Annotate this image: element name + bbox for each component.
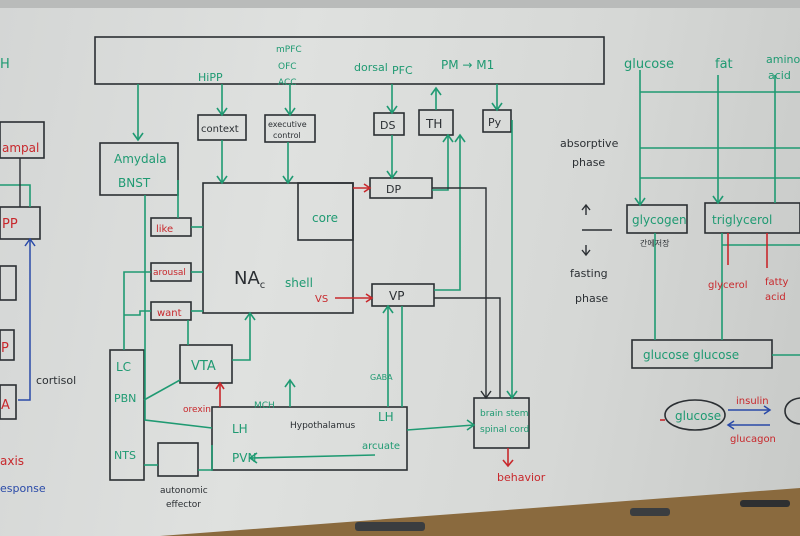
glycogen-note: 간에저장 <box>640 238 670 248</box>
acid-text: acid <box>768 69 791 82</box>
shell-text: shell <box>285 276 313 290</box>
pm-m1-label: PM → M1 <box>441 58 494 72</box>
black-lines <box>19 158 612 400</box>
glycerol-text: glycerol <box>708 280 747 291</box>
vta-text: VTA <box>191 359 216 374</box>
left-box-5 <box>0 384 17 420</box>
brainstem-box <box>473 397 530 449</box>
ds-text: DS <box>380 119 395 132</box>
vs-text: VS <box>315 294 328 305</box>
amygdala-box <box>99 142 179 196</box>
lh-left-text: LH <box>232 422 248 436</box>
ds-box <box>373 112 405 136</box>
bnst-text: BNST <box>118 176 151 190</box>
fat-text: fat <box>715 57 733 72</box>
absorptive-phase-text: phase <box>572 156 605 169</box>
green-arrows <box>0 70 800 471</box>
left-p-label: P <box>1 341 9 356</box>
fatty-acid-text: acid <box>765 292 786 303</box>
eraser-on-tray <box>630 508 670 516</box>
arcuate-text: arcuate <box>362 441 400 452</box>
board-top-edge <box>0 0 800 8</box>
glucose-row-text: glucose glucose <box>643 348 739 362</box>
acc-label: ACC <box>278 78 297 88</box>
left-box-1 <box>0 121 45 159</box>
vta-box <box>179 344 233 384</box>
brainstem-text: brain stem <box>480 409 529 419</box>
blue-lines <box>18 237 772 430</box>
pvn-text: PVN <box>232 451 256 465</box>
hipp-label: HiPP <box>198 71 223 84</box>
pen-on-tray <box>740 500 790 507</box>
dp-text: DP <box>386 183 401 196</box>
autonomic-box <box>157 442 199 477</box>
glucose-row-box <box>631 339 773 369</box>
nac-box <box>202 182 354 314</box>
behavior-text: behavior <box>497 471 546 484</box>
fasting-phase-text: phase <box>575 292 608 305</box>
left-hippocampus-label: ampal <box>2 141 39 155</box>
amygdala-text: Amydala <box>114 152 167 166</box>
lh-right-text: LH <box>378 410 394 424</box>
autonomic-text: autonomic <box>160 486 208 496</box>
marker-tray <box>160 488 800 536</box>
fatty-text: fatty <box>765 277 788 288</box>
mch-text: MCH <box>254 401 275 411</box>
gaba-text: GABA <box>370 373 393 382</box>
lc-pbn-nts-box <box>109 349 145 481</box>
cortex-box <box>94 36 605 85</box>
absorptive-text: absorptive <box>560 137 619 150</box>
glucose-oval-text: glucose <box>675 409 721 423</box>
pfc-label: PFC <box>392 64 413 77</box>
partial-oval-right <box>784 397 800 425</box>
effector-text: effector <box>166 500 201 510</box>
hypothalamus-box <box>211 406 408 471</box>
axis-label: axis <box>0 454 24 468</box>
arousal-text: arousal <box>153 268 186 278</box>
ofc-label: OFC <box>278 62 297 72</box>
core-text: core <box>312 211 338 225</box>
nac-text: NAc <box>234 268 265 291</box>
spinal-text: spinal cord <box>480 425 529 435</box>
glucagon-text: glucagon <box>730 434 776 445</box>
left-box-4 <box>0 329 15 361</box>
triglycerol-text: triglycerol <box>712 213 772 227</box>
marker-on-tray <box>355 522 425 531</box>
mpfc-label: mPFC <box>276 45 302 55</box>
like-text: like <box>156 224 173 235</box>
want-text: want <box>157 308 182 319</box>
th-text: TH <box>425 117 442 131</box>
dorsal-label: dorsal <box>354 61 388 74</box>
insulin-text: insulin <box>736 396 769 407</box>
vp-box <box>371 283 435 307</box>
triglycerol-box <box>704 202 800 234</box>
core-box <box>297 182 354 241</box>
lc-text: LC <box>116 360 131 374</box>
hypothalamus-text: Hypothalamus <box>290 421 356 431</box>
cortisol-label: cortisol <box>36 374 76 387</box>
red-arrows <box>215 183 768 468</box>
nts-text: NTS <box>114 449 136 462</box>
vp-text: VP <box>389 289 404 303</box>
left-h-label: H <box>0 57 10 72</box>
amino-text: amino <box>766 53 800 66</box>
glucose-top-text: glucose <box>624 57 674 72</box>
glycogen-box <box>626 204 688 234</box>
py-text: Py <box>488 116 502 129</box>
context-text: context <box>201 124 239 135</box>
control-text: control <box>273 131 301 140</box>
left-pp-label: PP <box>2 217 18 232</box>
glycogen-text: glycogen <box>632 213 687 227</box>
glucose-oval <box>664 399 726 431</box>
fasting-text: fasting <box>570 267 608 280</box>
orexin-text: orexin <box>183 405 211 415</box>
left-a-label: A <box>1 398 10 413</box>
executive-text: executive <box>268 120 307 129</box>
response-label: esponse <box>0 482 46 495</box>
left-box-3 <box>0 265 17 301</box>
pbn-text: PBN <box>114 392 136 405</box>
